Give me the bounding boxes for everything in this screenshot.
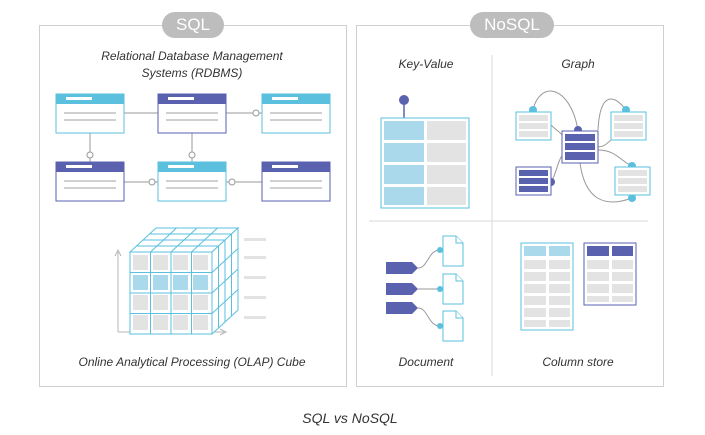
- document-files: [442, 235, 464, 342]
- document-label: Document: [398, 355, 454, 369]
- graph-node: [561, 130, 599, 164]
- olap-label: Online Analytical Processing (OLAP) Cube: [78, 355, 306, 369]
- graph-node: [614, 166, 651, 196]
- olap-front-cells: [133, 255, 208, 330]
- graph-label: Graph: [561, 57, 595, 71]
- rdbms-table: [261, 93, 331, 134]
- document-keys: [386, 262, 418, 314]
- olap-cube-diagram: [114, 226, 266, 336]
- figure-caption: SQL vs NoSQL: [302, 410, 398, 426]
- graph-node: [610, 111, 647, 141]
- rdbms-table: [55, 161, 125, 202]
- rdbms-diagram: [55, 93, 331, 202]
- column-store-diagram: [520, 242, 637, 331]
- rdbms-table: [157, 93, 227, 134]
- column-store-label: Column store: [542, 355, 614, 369]
- sql-badge: SQL: [162, 12, 224, 38]
- graph-node: [515, 111, 552, 141]
- rdbms-table: [157, 161, 227, 202]
- document-diagram: [386, 235, 464, 342]
- graph-diagram: [515, 90, 651, 203]
- rdbms-label: Relational Database Management Systems (…: [101, 49, 283, 80]
- key-value-label: Key-Value: [398, 57, 454, 71]
- graph-node: [515, 166, 552, 196]
- nosql-badge: NoSQL: [470, 12, 554, 38]
- key-value-diagram: [380, 95, 470, 209]
- rdbms-table: [261, 161, 331, 202]
- rdbms-table: [55, 93, 125, 134]
